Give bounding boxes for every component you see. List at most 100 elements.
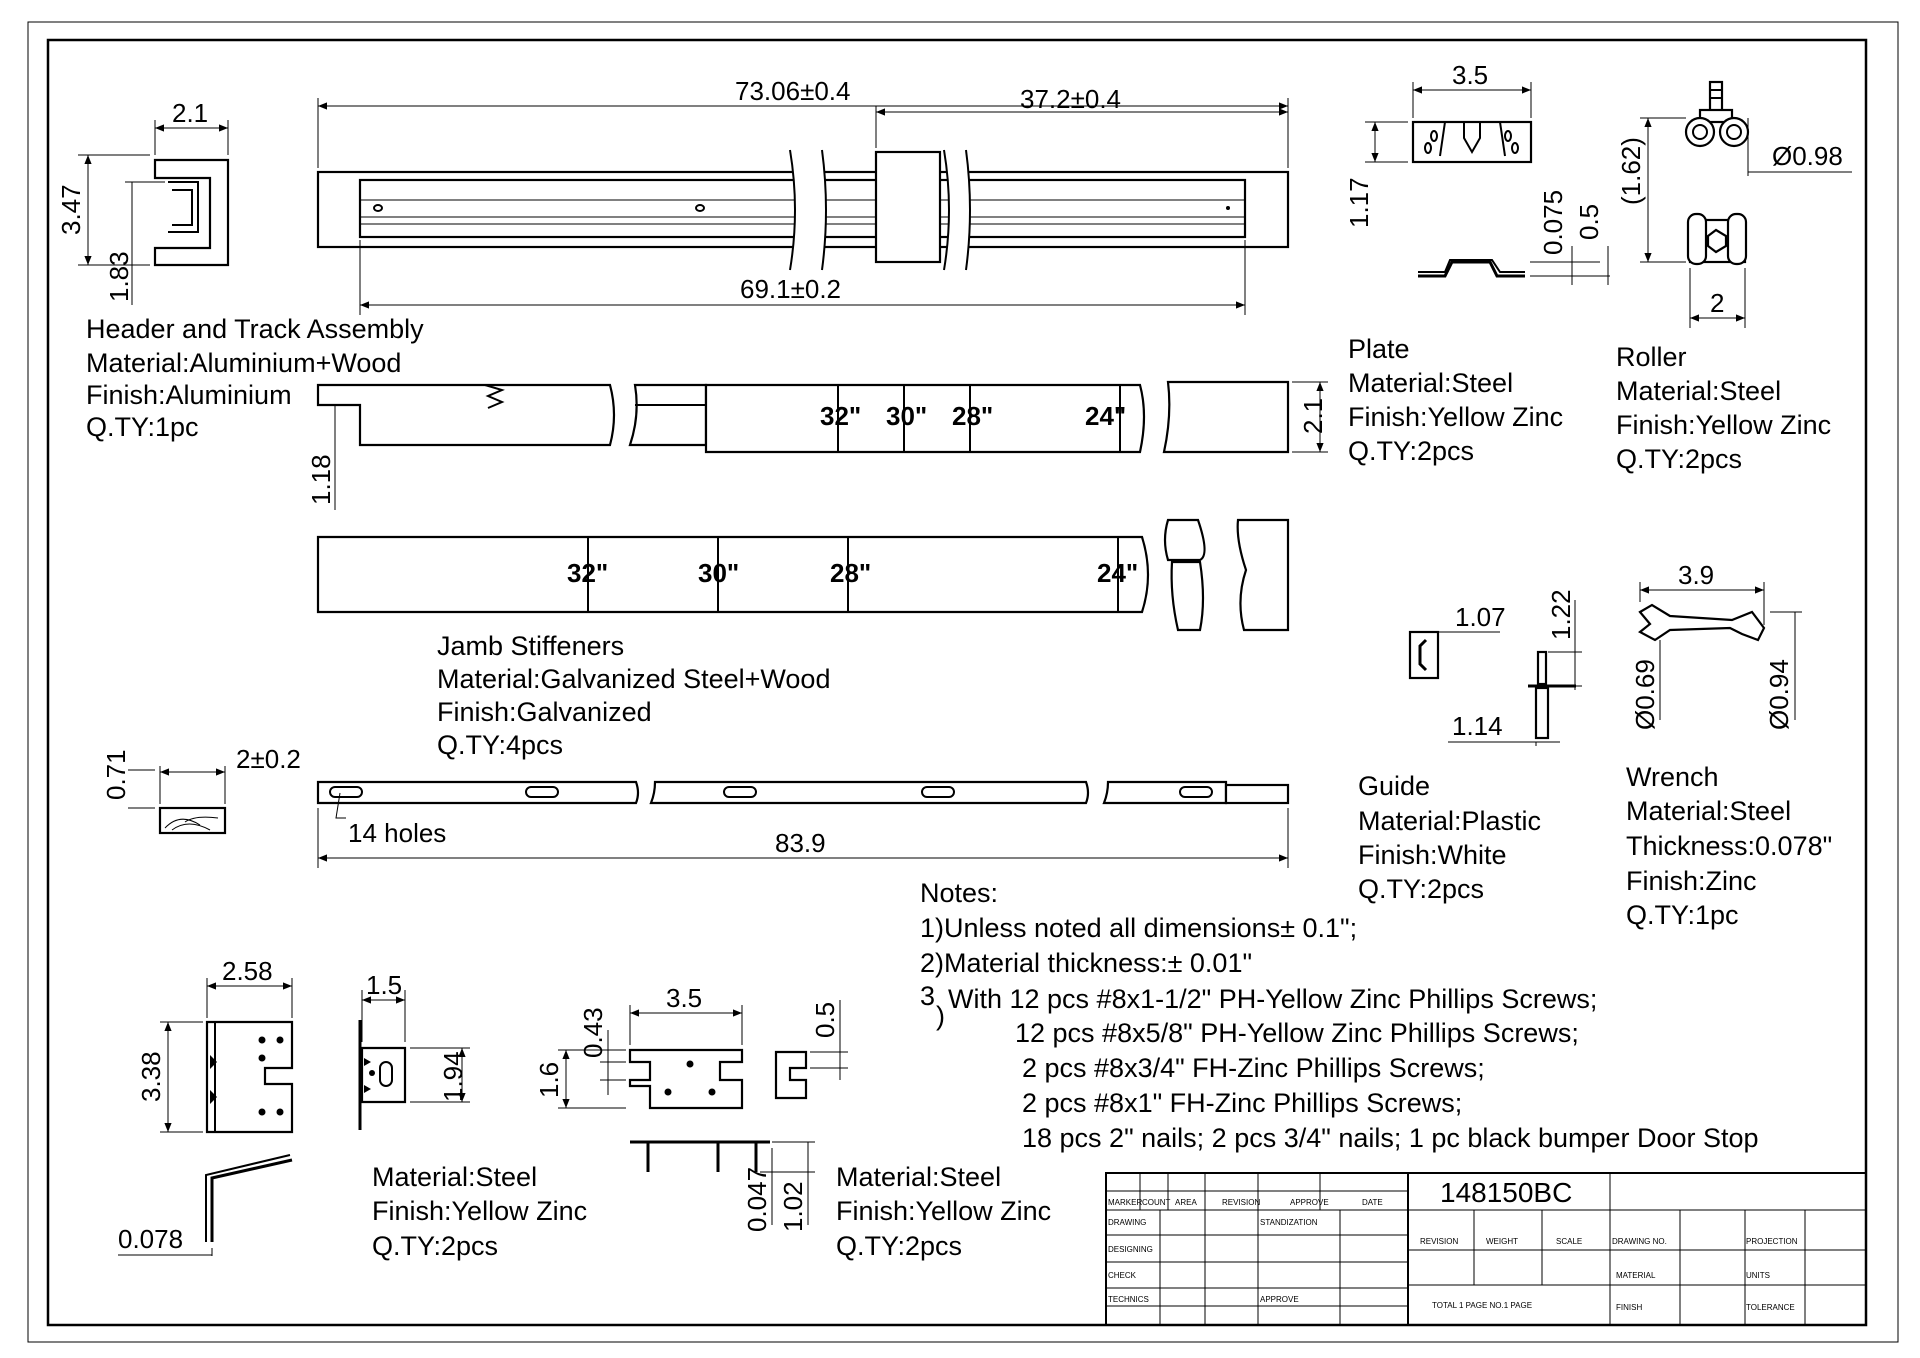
svg-text:Q.TY:2pcs: Q.TY:2pcs bbox=[1348, 436, 1474, 466]
tb-mid-scale: SCALE bbox=[1556, 1237, 1582, 1246]
dim-roller-diameter: Ø0.98 bbox=[1772, 141, 1843, 171]
svg-text:Finish:Galvanized: Finish:Galvanized bbox=[437, 697, 652, 727]
svg-text:Q.TY:4pcs: Q.TY:4pcs bbox=[437, 730, 563, 760]
tb-drawing-no: DRAWING NO. bbox=[1612, 1237, 1667, 1246]
dim-wrench-d1: Ø0.69 bbox=[1630, 659, 1660, 730]
svg-text:Q.TY:1pc: Q.TY:1pc bbox=[1626, 900, 1739, 930]
tb-mid-weight: WEIGHT bbox=[1486, 1237, 1518, 1246]
svg-text:Jamb Stiffeners: Jamb Stiffeners bbox=[437, 631, 624, 661]
guide-view: 1.07 1.22 1.14 bbox=[1408, 589, 1582, 746]
dim-overall-length: 73.06±0.4 bbox=[735, 76, 850, 106]
dim-header-width: 2.1 bbox=[172, 98, 208, 128]
tb-hdr-approve: APPROVE bbox=[1290, 1198, 1329, 1207]
svg-text:Material:Steel: Material:Steel bbox=[1348, 368, 1513, 398]
dim-bracket1-width: 2.58 bbox=[222, 956, 273, 986]
tb-tolerance: TOLERANCE bbox=[1746, 1303, 1795, 1312]
svg-text:Plate: Plate bbox=[1348, 334, 1410, 364]
dim-bracket1-thickness: 0.078 bbox=[118, 1224, 183, 1254]
svg-text:Q.TY:2pcs: Q.TY:2pcs bbox=[372, 1231, 498, 1261]
header-track-front-view: 73.06±0.4 37.2±0.4 69.1±0.2 bbox=[316, 76, 1290, 315]
svg-text:Finish:Yellow Zinc: Finish:Yellow Zinc bbox=[836, 1196, 1051, 1226]
bracket-1-view: 2.58 3.38 0.078 1.5 1.94 bbox=[118, 956, 470, 1256]
note-3-line-3: 2 pcs #8x3/4" FH-Zinc Phillips Screws; bbox=[1022, 1053, 1485, 1083]
inner-border bbox=[46, 38, 1868, 1327]
dim-board-height: 2.1 bbox=[1298, 398, 1328, 434]
dim-guide-c: 1.14 bbox=[1452, 711, 1503, 741]
svg-text:Roller: Roller bbox=[1616, 342, 1687, 372]
dim-bracket2-width: 3.5 bbox=[666, 983, 702, 1013]
dim-roller-height: (1.62) bbox=[1616, 137, 1646, 205]
tb-mid-revision: REVISION bbox=[1420, 1237, 1458, 1246]
tb-part-number: 148150BC bbox=[1440, 1177, 1572, 1208]
roller-label: Roller Material:Steel Finish:Yellow Zinc… bbox=[1616, 342, 1831, 474]
jamb-mark-30: 30" bbox=[698, 558, 739, 588]
tb-hdr-date: DATE bbox=[1362, 1198, 1383, 1207]
note-3-number: 3 bbox=[920, 981, 935, 1011]
tb-approve-2: APPROVE bbox=[1260, 1295, 1299, 1304]
tb-material: MATERIAL bbox=[1616, 1271, 1656, 1280]
dim-guide-a: 1.07 bbox=[1455, 602, 1506, 632]
tb-row-check: CHECK bbox=[1108, 1271, 1137, 1280]
dim-roller-width: 2 bbox=[1710, 288, 1724, 318]
jamb-mark-28: 28" bbox=[830, 558, 871, 588]
jamb-mark-32: 32" bbox=[567, 558, 608, 588]
note-3-line-2: 12 pcs #8x5/8" PH-Yellow Zinc Phillips S… bbox=[1015, 1018, 1579, 1048]
dim-bracket2-height: 1.6 bbox=[534, 1062, 564, 1098]
tb-units: UNITS bbox=[1746, 1271, 1770, 1280]
header-mark-30: 30" bbox=[886, 401, 927, 431]
svg-text:Finish:Aluminium: Finish:Aluminium bbox=[86, 380, 292, 410]
svg-text:Material:Steel: Material:Steel bbox=[1626, 796, 1791, 826]
jamb-stiffener-view: 32" 30" 28" 24" bbox=[316, 518, 1290, 632]
dim-plate-thickness: 0.075 bbox=[1538, 190, 1568, 255]
tb-hdr-marker: MARKER bbox=[1108, 1198, 1142, 1207]
dim-bracket1-height: 3.38 bbox=[136, 1051, 166, 1102]
tb-standization: STANDIZATION bbox=[1260, 1218, 1318, 1227]
svg-text:Finish:Zinc: Finish:Zinc bbox=[1626, 866, 1757, 896]
jamb-label: Jamb Stiffeners Material:Galvanized Stee… bbox=[437, 631, 830, 760]
tb-hdr-revision: REVISION bbox=[1222, 1198, 1260, 1207]
dim-bracket1-width2: 1.5 bbox=[366, 970, 402, 1000]
header-mark-24: 24" bbox=[1085, 401, 1126, 431]
dim-jamb-section-width: 2±0.2 bbox=[236, 744, 301, 774]
svg-text:Header and Track Assembly: Header and Track Assembly bbox=[86, 314, 424, 344]
wrench-label: Wrench Material:Steel Thickness:0.078" F… bbox=[1626, 762, 1832, 930]
note-1: 1)Unless noted all dimensions± 0.1"; bbox=[920, 913, 1357, 943]
dim-board-thickness: 1.18 bbox=[306, 454, 336, 505]
jamb-mark-24: 24" bbox=[1097, 558, 1138, 588]
svg-text:Material:Aluminium+Wood: Material:Aluminium+Wood bbox=[86, 348, 401, 378]
jamb-strip-view: 14 holes 83.9 bbox=[316, 780, 1290, 868]
wrench-view: 3.9 Ø0.69 Ø0.94 bbox=[1630, 560, 1802, 730]
dim-bracket1-height2: 1.94 bbox=[438, 1051, 468, 1102]
bracket-2-view: 3.5 0.43 1.6 0.5 0.047 1.02 bbox=[534, 983, 848, 1232]
tb-row-designing: DESIGNING bbox=[1108, 1245, 1153, 1254]
roller-view: Ø0.98 2 (1.62) bbox=[1616, 80, 1852, 328]
note-3-line-1: With 12 pcs #8x1-1/2" PH-Yellow Zinc Phi… bbox=[948, 984, 1597, 1014]
svg-text:Material:Steel: Material:Steel bbox=[372, 1162, 537, 1192]
dim-plate-step: 0.5 bbox=[1574, 204, 1604, 240]
svg-text:Q.TY:2pcs: Q.TY:2pcs bbox=[1616, 444, 1742, 474]
dim-plate-height: 1.17 bbox=[1344, 177, 1374, 228]
svg-text:Finish:Yellow Zinc: Finish:Yellow Zinc bbox=[1348, 402, 1563, 432]
svg-text:Finish:White: Finish:White bbox=[1358, 840, 1507, 870]
svg-text:Material:Steel: Material:Steel bbox=[1616, 376, 1781, 406]
guide-label: Guide Material:Plastic Finish:White Q.TY… bbox=[1358, 771, 1541, 904]
svg-text:Wrench: Wrench bbox=[1626, 762, 1719, 792]
outer-border bbox=[27, 21, 1899, 1343]
tb-projection: PROJECTION bbox=[1746, 1237, 1798, 1246]
dim-bracket2-e: 0.5 bbox=[810, 1002, 840, 1038]
svg-text:Finish:Yellow Zinc: Finish:Yellow Zinc bbox=[372, 1196, 587, 1226]
dim-jamb-length: 83.9 bbox=[775, 828, 826, 858]
dim-header-depth: 1.83 bbox=[104, 251, 134, 302]
dim-bracket2-height2: 1.02 bbox=[778, 1181, 808, 1232]
header-board-view: 32" 30" 28" 24" 1.18 2.1 bbox=[306, 380, 1328, 510]
bracket-2-label: Material:Steel Finish:Yellow Zinc Q.TY:2… bbox=[836, 1162, 1051, 1261]
notes-block: Notes: 1)Unless noted all dimensions± 0.… bbox=[920, 878, 1759, 1153]
dim-header-height: 3.47 bbox=[56, 184, 86, 235]
note-2: 2)Material thickness:± 0.01" bbox=[920, 948, 1252, 978]
dim-jamb-section-height: 0.71 bbox=[101, 749, 131, 800]
svg-text:Q.TY:2pcs: Q.TY:2pcs bbox=[1358, 874, 1484, 904]
dim-wrench-length: 3.9 bbox=[1678, 560, 1714, 590]
tb-total-pages: TOTAL 1 PAGE NO.1 PAGE bbox=[1432, 1301, 1532, 1310]
svg-text:Thickness:0.078": Thickness:0.078" bbox=[1626, 831, 1832, 861]
